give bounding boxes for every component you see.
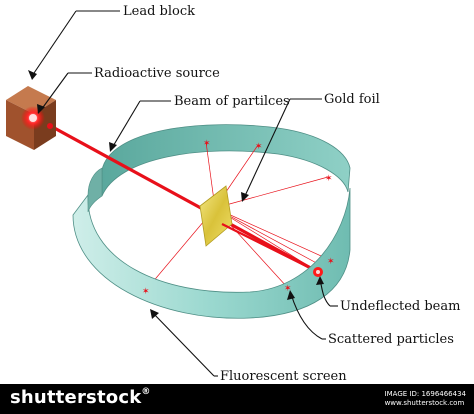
image-id: IMAGE ID: 1696466434 (384, 390, 466, 398)
beam-after-foil (221, 223, 319, 273)
image-meta: IMAGE ID: 1696466434 www.shutterstock.co… (385, 390, 466, 408)
screen-left-stub (87, 167, 103, 213)
gold-foil (199, 185, 233, 247)
scatter-flashes: ✶ ✶ ✶ ✶ ✶ ✶ (142, 139, 335, 297)
leader-lines (28, 10, 338, 377)
label-lead-block: Lead block (123, 4, 195, 19)
svg-text:✶: ✶ (203, 139, 211, 149)
label-gold-foil: Gold foil (324, 92, 380, 107)
fluorescent-screen (72, 187, 351, 319)
brand-logo: shutterstock® (10, 387, 151, 408)
svg-text:✶: ✶ (327, 257, 335, 267)
label-fluorescent-screen: Fluorescent screen (220, 369, 347, 384)
screen-back-band (101, 124, 351, 197)
svg-text:✶: ✶ (284, 284, 292, 294)
label-beam: Beam of partilces (174, 94, 290, 109)
svg-text:✶: ✶ (255, 142, 263, 152)
label-scattered-particles: Scattered particles (328, 332, 454, 347)
scatter-rays (145, 141, 331, 291)
svg-text:✶: ✶ (325, 174, 333, 184)
source-aperture (47, 123, 53, 129)
stock-footer: shutterstock® IMAGE ID: 1696466434 www.s… (0, 384, 474, 414)
label-radioactive-source: Radioactive source (94, 66, 220, 81)
svg-text:✶: ✶ (142, 287, 150, 297)
site-url: www.shutterstock.com (384, 399, 465, 407)
alpha-beam (35, 116, 319, 274)
label-undeflected-beam: Undeflected beam (340, 299, 460, 314)
